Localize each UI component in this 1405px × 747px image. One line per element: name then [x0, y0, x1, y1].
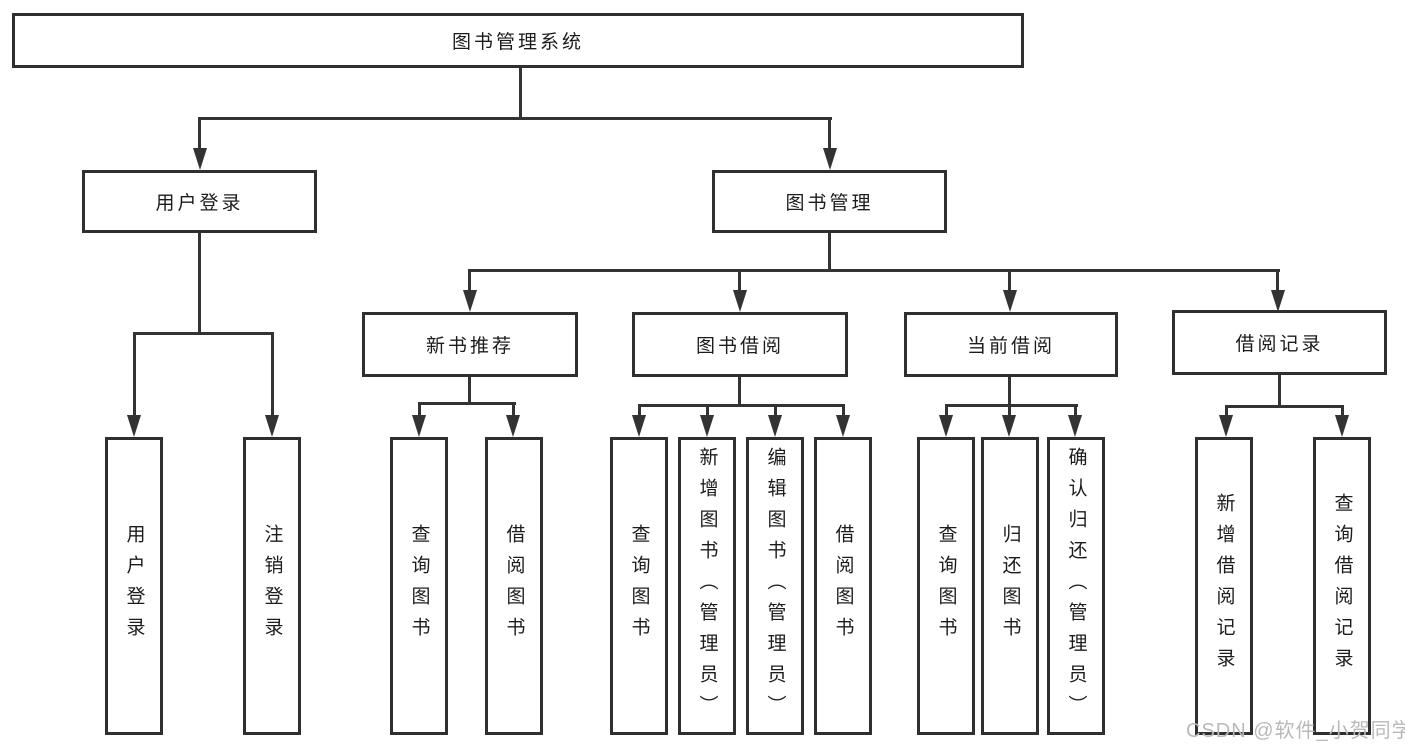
connector-l3-line-2 — [738, 269, 741, 291]
node-user-login-label: 用户登录 — [155, 193, 244, 214]
connector-g5-line-1 — [1225, 405, 1228, 417]
connector-l3-hline — [468, 269, 1280, 272]
leaf-logout-label: 注销登录 — [261, 524, 283, 648]
connector-g3-line-4 — [842, 404, 845, 417]
arrowhead-new-book-recommend — [463, 290, 477, 312]
leaf-add-borrow-record-label: 新增借阅记录 — [1213, 493, 1235, 679]
connector-g2-line-1 — [418, 402, 421, 417]
leaf-return-books-label: 归还图书 — [999, 524, 1021, 648]
connector-g4-line-3 — [1074, 404, 1077, 417]
arrowhead-book-management — [823, 148, 837, 170]
arrowhead-leaf-query-record — [1335, 415, 1349, 437]
connector-g2-hline — [418, 402, 516, 405]
arrowhead-leaf-query-books-3 — [939, 415, 953, 437]
node-new-book-recommend: 新书推荐 — [362, 312, 578, 377]
leaf-add-book-admin-label: 新增图书（管理员） — [696, 446, 718, 726]
arrowhead-leaf-user-login — [127, 415, 141, 437]
arrowhead-leaf-confirm-return — [1068, 415, 1082, 437]
leaf-query-borrow-record-label: 查询借阅记录 — [1331, 493, 1353, 679]
node-user-login: 用户登录 — [82, 170, 317, 233]
leaf-add-borrow-record: 新增借阅记录 — [1195, 437, 1253, 735]
node-borrow-records: 借阅记录 — [1172, 310, 1387, 375]
connector-g2-line-2 — [512, 402, 515, 417]
arrowhead-current-borrow — [1003, 290, 1017, 312]
connector-g1-hline — [133, 332, 274, 335]
leaf-query-books-2-label: 查询图书 — [628, 524, 650, 648]
connector-g4-line-2 — [1008, 404, 1011, 417]
connector-g3-stem — [738, 375, 741, 407]
connector-g5-hline — [1225, 405, 1344, 408]
leaf-user-login: 用户登录 — [105, 437, 163, 735]
connector-g1-line-1 — [133, 332, 136, 416]
leaf-query-books-1-label: 查询图书 — [408, 524, 430, 648]
connector-g4-line-1 — [945, 404, 948, 417]
node-current-borrow: 当前借阅 — [904, 312, 1118, 377]
node-book-management-label: 图书管理 — [785, 193, 874, 214]
leaf-query-borrow-record: 查询借阅记录 — [1313, 437, 1371, 735]
connector-g5-stem — [1278, 373, 1281, 408]
arrowhead-leaf-borrow-books-2 — [836, 415, 850, 437]
connector-l2-hline — [198, 117, 832, 120]
connector-root-stem — [519, 66, 522, 119]
leaf-query-books-1: 查询图书 — [390, 437, 448, 735]
arrowhead-leaf-add-record — [1219, 415, 1233, 437]
csdn-watermark: CSDN @软件_小贺同学 — [1186, 720, 1405, 742]
leaf-borrow-books-2: 借阅图书 — [814, 437, 872, 735]
connector-g3-line-2 — [706, 404, 709, 417]
node-current-borrow-label: 当前借阅 — [966, 336, 1055, 357]
connector-g3-hline — [638, 404, 845, 407]
connector-g4-hline — [945, 404, 1078, 407]
arrowhead-leaf-query-books-2 — [632, 415, 646, 437]
node-root-label: 图书管理系统 — [451, 32, 584, 53]
arrowhead-book-borrow — [733, 290, 747, 312]
connector-l2-left-line — [198, 117, 201, 151]
leaf-confirm-return-admin: 确认归还（管理员） — [1047, 437, 1105, 735]
connector-l3-stem — [828, 231, 831, 272]
arrowhead-leaf-logout — [265, 415, 279, 437]
leaf-edit-book-admin-label: 编辑图书（管理员） — [764, 446, 786, 726]
arrowhead-leaf-return-books — [1002, 415, 1016, 437]
connector-g3-line-3 — [774, 404, 777, 417]
node-borrow-records-label: 借阅记录 — [1235, 334, 1324, 355]
node-book-borrow: 图书借阅 — [632, 312, 848, 377]
leaf-query-books-3: 查询图书 — [917, 437, 975, 735]
leaf-edit-book-admin: 编辑图书（管理员） — [746, 437, 804, 735]
connector-g1-stem — [198, 231, 201, 335]
node-new-book-recommend-label: 新书推荐 — [425, 336, 514, 357]
connector-g2-stem — [468, 375, 471, 405]
arrowhead-leaf-add-book — [700, 415, 714, 437]
leaf-logout: 注销登录 — [243, 437, 301, 735]
arrowhead-user-login — [193, 148, 207, 170]
leaf-query-books-2: 查询图书 — [610, 437, 668, 735]
leaf-confirm-return-admin-label: 确认归还（管理员） — [1065, 446, 1087, 726]
node-root: 图书管理系统 — [12, 13, 1024, 68]
connector-l3-line-1 — [468, 269, 471, 291]
node-book-management: 图书管理 — [712, 170, 947, 233]
connector-l3-line-4 — [1276, 269, 1279, 291]
arrowhead-borrow-records — [1271, 290, 1285, 312]
leaf-borrow-books-2-label: 借阅图书 — [832, 524, 854, 648]
arrowhead-leaf-edit-book — [768, 415, 782, 437]
connector-g3-line-1 — [638, 404, 641, 417]
arrowhead-leaf-borrow-books-1 — [506, 415, 520, 437]
connector-l2-right-line — [828, 117, 831, 151]
leaf-query-books-3-label: 查询图书 — [935, 524, 957, 648]
node-book-borrow-label: 图书借阅 — [695, 336, 784, 357]
connector-g4-stem — [1008, 375, 1011, 407]
leaf-user-login-label: 用户登录 — [123, 524, 145, 648]
leaf-borrow-books-1-label: 借阅图书 — [503, 524, 525, 648]
connector-g1-line-2 — [271, 332, 274, 416]
connector-l3-line-3 — [1008, 269, 1011, 291]
connector-g5-line-2 — [1341, 405, 1344, 417]
leaf-add-book-admin: 新增图书（管理员） — [678, 437, 736, 735]
arrowhead-leaf-query-books-1 — [412, 415, 426, 437]
leaf-return-books: 归还图书 — [981, 437, 1039, 735]
leaf-borrow-books-1: 借阅图书 — [485, 437, 543, 735]
